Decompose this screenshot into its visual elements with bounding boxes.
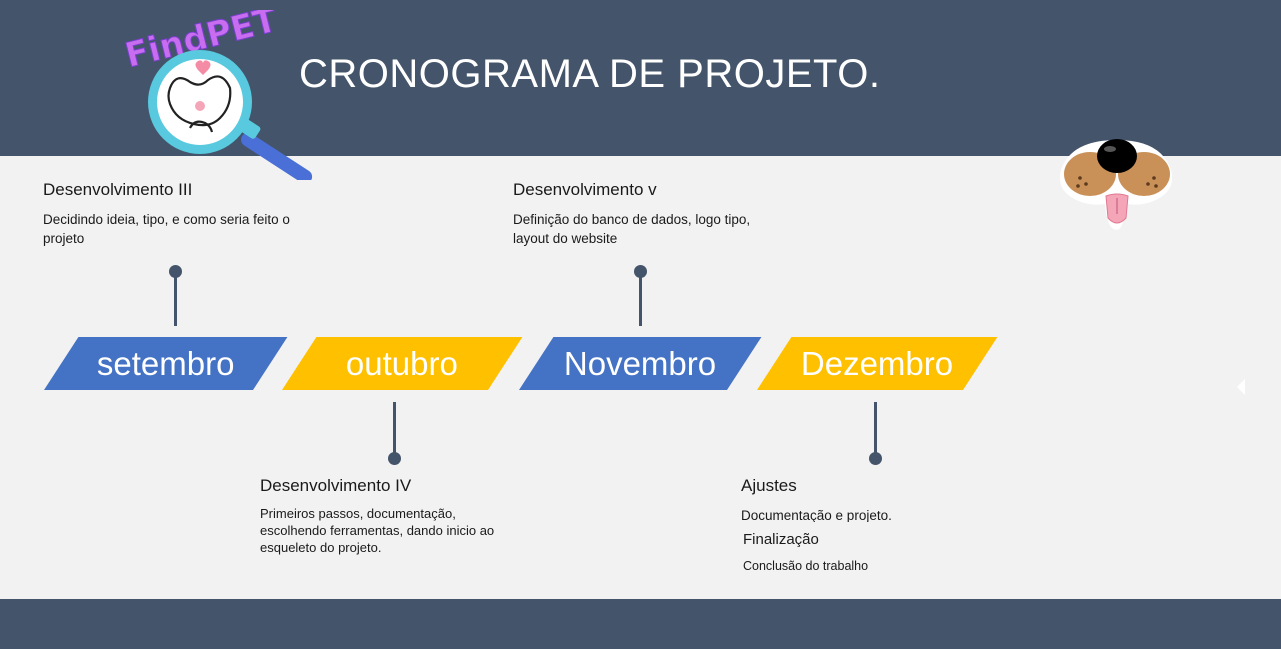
connector-line-outubro — [393, 402, 396, 458]
month-label: outubro — [346, 344, 459, 382]
event-title-dezembro: Ajustes — [741, 476, 797, 495]
month-label: Novembro — [564, 344, 717, 382]
month-outubro: outubro — [282, 337, 523, 390]
connector-dot-novembro — [634, 265, 647, 278]
previous-slide-arrow-icon[interactable] — [1237, 379, 1245, 395]
connector-dot-setembro — [169, 265, 182, 278]
event-title-outubro: Desenvolvimento IV — [260, 476, 412, 495]
event-extra-title-dezembro: Finalização — [743, 531, 819, 548]
month-setembro: setembro — [44, 337, 288, 390]
slide-title: CRONOGRAMA DE PROJETO. — [299, 52, 881, 96]
footer-band — [0, 599, 1281, 649]
month-novembro: Novembro — [519, 337, 762, 390]
connector-dot-dezembro — [869, 452, 882, 465]
event-extra-desc-dezembro: Conclusão do trabalho — [743, 559, 869, 573]
event-desc-setembro: Decidindo ideia, tipo, e como seria feit… — [43, 212, 290, 246]
event-desc-outubro: Primeiros passos, documentação, escolhen… — [260, 506, 495, 555]
connector-line-setembro — [174, 272, 177, 326]
connector-line-novembro — [639, 272, 642, 326]
connector-line-dezembro — [874, 402, 877, 458]
event-desc-novembro: Definição do banco de dados, logo tipo, … — [513, 212, 751, 246]
month-label: Dezembro — [801, 344, 954, 382]
findpet-logo-icon: FindPET — [121, 10, 313, 180]
month-label: setembro — [96, 344, 235, 382]
event-desc-dezembro: Documentação e projeto. — [741, 508, 892, 522]
dog-face-icon — [1059, 139, 1173, 230]
connector-dot-outubro — [388, 452, 401, 465]
event-title-novembro: Desenvolvimento v — [513, 180, 657, 199]
month-dezembro: Dezembro — [757, 337, 998, 390]
event-title-setembro: Desenvolvimento III — [43, 180, 193, 199]
